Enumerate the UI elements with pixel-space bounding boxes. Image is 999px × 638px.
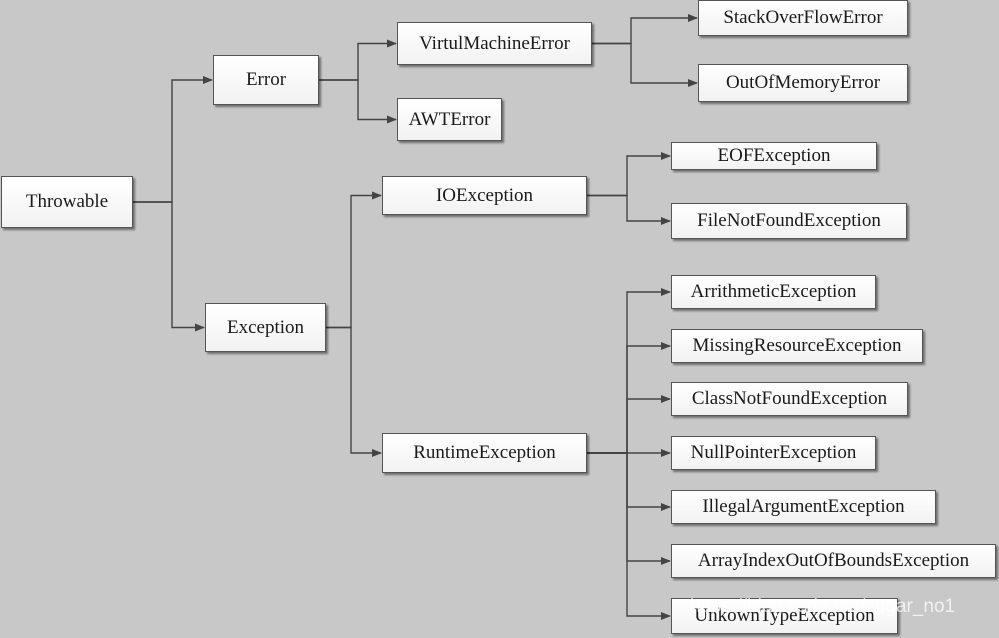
- node-file-not-found-exception: FileNotFoundException: [671, 203, 907, 239]
- edge-runtime_exception-to-unkown_type_exception: [587, 452, 671, 620]
- node-runtime-exception: RuntimeException: [382, 433, 587, 473]
- node-arithmetic-exception: ArrithmeticException: [671, 275, 876, 309]
- edge-error-to-awt_error: [319, 79, 397, 124]
- edge-throwable-to-error: [133, 76, 213, 203]
- node-error: Error: [213, 55, 319, 105]
- edge-runtime_exception-to-class_not_found_exception: [587, 395, 671, 454]
- node-missing-resource-exception: MissingResourceException: [671, 329, 923, 363]
- node-null-pointer-exception: NullPointerException: [671, 436, 876, 470]
- node-virtual-machine-error: VirtulMachineError: [397, 22, 592, 65]
- node-eof-exception: EOFException: [671, 142, 877, 170]
- node-throwable: Throwable: [1, 176, 133, 228]
- edge-runtime_exception-to-illegal_argument_exception: [587, 452, 671, 511]
- node-stack-overflow-error: StackOverFlowError: [698, 0, 908, 36]
- node-exception: Exception: [205, 303, 326, 352]
- edge-error-to-virtual_machine_error: [319, 39, 397, 81]
- edge-runtime_exception-to-arithmetic_exception: [587, 288, 671, 454]
- edge-throwable-to-exception: [133, 201, 205, 332]
- edge-io_exception-to-file_not_found_exception: [587, 194, 671, 225]
- edge-exception-to-runtime_exception: [326, 326, 382, 457]
- edge-exception-to-io_exception: [326, 191, 382, 329]
- node-io-exception: IOException: [382, 176, 587, 215]
- node-out-of-memory-error: OutOfMemoryError: [698, 64, 908, 102]
- node-class-not-found-exception: ClassNotFoundException: [671, 382, 908, 416]
- edge-virtual_machine_error-to-stack_overflow_error: [592, 14, 698, 45]
- node-illegal-argument-exception: IllegalArgumentException: [671, 490, 936, 524]
- edge-io_exception-to-eof_exception: [587, 152, 671, 197]
- node-array-index-out-of-bounds-exception: ArrayIndexOutOfBoundsException: [671, 544, 996, 578]
- node-unkown-type-exception: UnkownTypeException: [671, 598, 898, 634]
- node-awt-error: AWTError: [397, 98, 502, 141]
- edge-virtual_machine_error-to-out_of_memory_error: [592, 42, 698, 87]
